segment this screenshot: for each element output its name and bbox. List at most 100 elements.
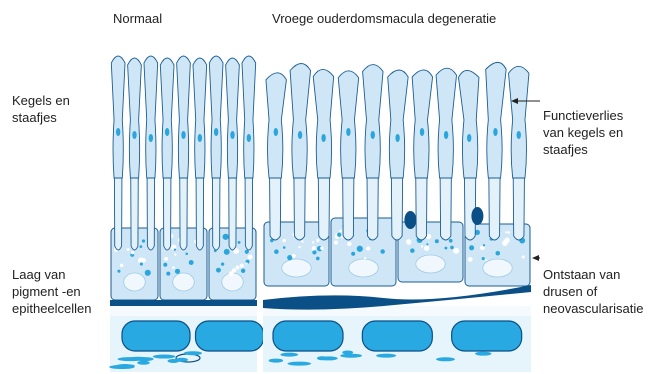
capillary xyxy=(280,353,298,357)
blood-vessel xyxy=(273,321,343,351)
pigment-granule xyxy=(163,263,167,267)
pigment-granule xyxy=(320,247,323,250)
photoreceptor-outer-segment xyxy=(391,175,402,240)
photoreceptor-outer-segment xyxy=(416,175,427,240)
photoreceptor-nucleus xyxy=(346,128,350,136)
pigment-granule xyxy=(444,247,447,250)
photoreceptor-nucleus xyxy=(395,134,399,142)
capillary xyxy=(137,361,150,365)
photoreceptor-nucleus xyxy=(517,131,521,139)
pigment-granule xyxy=(175,269,180,274)
photoreceptor-outer-segment xyxy=(318,175,329,240)
rpe-nucleus xyxy=(349,259,378,277)
rpe-nucleus xyxy=(483,259,512,277)
pigment-granule xyxy=(505,231,507,233)
photoreceptor-outer-segment xyxy=(367,175,378,240)
pigment-granule xyxy=(449,239,453,243)
pigment-granule xyxy=(221,262,224,265)
arrow-drusen xyxy=(532,255,540,261)
pigment-granule xyxy=(117,270,120,273)
pigment-granule xyxy=(241,269,245,273)
pigment-granule xyxy=(337,233,341,237)
capillary xyxy=(436,357,455,361)
pigment-granule xyxy=(469,245,474,250)
amd-retina-panel xyxy=(263,62,531,372)
pigment-granule xyxy=(236,266,240,270)
photoreceptor-nucleus xyxy=(467,134,471,142)
photoreceptor-cell xyxy=(160,58,174,178)
photoreceptor-cell xyxy=(111,56,125,178)
pigment-granule xyxy=(140,262,143,265)
photoreceptor-outer-segment xyxy=(440,175,451,240)
photoreceptor-nucleus xyxy=(493,128,497,136)
pigment-granule xyxy=(424,246,429,251)
pigment-granule xyxy=(229,271,234,276)
photoreceptor-outer-segment xyxy=(489,175,500,240)
capillary xyxy=(153,355,176,359)
capillary xyxy=(175,358,188,362)
pigment-granule xyxy=(216,268,221,273)
photoreceptor-nucleus xyxy=(444,131,448,139)
photoreceptor-outer-segment xyxy=(114,175,122,250)
pigment-granule xyxy=(166,272,170,276)
pigment-granule xyxy=(482,257,485,260)
pigment-granule xyxy=(164,257,168,261)
pigment-granule xyxy=(172,266,175,269)
pigment-granule xyxy=(141,258,145,262)
photoreceptor-nucleus xyxy=(181,131,185,139)
pigment-granule xyxy=(380,249,385,254)
photoreceptor-cell xyxy=(177,56,191,178)
rpe-nucleus xyxy=(282,259,311,277)
photoreceptor-nucleus xyxy=(132,131,136,139)
photoreceptor-outer-segment xyxy=(147,175,155,250)
photoreceptor-nucleus xyxy=(198,134,202,142)
photoreceptor-cell xyxy=(363,65,383,178)
blood-vessel xyxy=(362,321,432,351)
photoreceptor-outer-segment xyxy=(212,175,220,250)
photoreceptor-cell xyxy=(412,70,432,178)
pigment-granule xyxy=(189,260,194,265)
photoreceptor-cell xyxy=(388,70,408,178)
pigment-granule xyxy=(406,239,411,244)
photoreceptor-nucleus xyxy=(230,131,234,139)
photoreceptor-nucleus xyxy=(274,128,278,136)
pigment-granule xyxy=(174,248,176,250)
photoreceptor-outer-segment xyxy=(229,175,237,250)
pigment-granule xyxy=(351,252,355,256)
pigment-granule xyxy=(495,251,500,256)
pigment-granule xyxy=(357,246,363,252)
pigment-granule xyxy=(334,241,338,245)
pigment-granule xyxy=(410,248,415,253)
photoreceptor-outer-segment xyxy=(464,175,475,240)
basal-membrane xyxy=(110,300,257,306)
drusen-deposit xyxy=(263,285,531,310)
photoreceptor-outer-segment xyxy=(180,175,188,250)
pigment-granule xyxy=(316,257,320,261)
photoreceptor-outer-segment xyxy=(163,175,171,250)
pigment-granule xyxy=(312,250,316,254)
pigment-granule xyxy=(298,246,301,249)
capillary xyxy=(287,362,311,366)
pigment-granule xyxy=(120,264,124,268)
photoreceptor-cell xyxy=(290,64,310,178)
photoreceptor-nucleus xyxy=(165,128,169,136)
pigment-granule xyxy=(127,248,130,251)
pigment-granule xyxy=(283,246,286,249)
photoreceptor-nucleus xyxy=(298,131,302,139)
photoreceptor-cell xyxy=(313,69,333,178)
photoreceptor-cell xyxy=(458,70,478,178)
pigment-granule xyxy=(366,246,370,250)
pigment-granule xyxy=(504,238,510,244)
pigment-granule xyxy=(139,245,142,248)
photoreceptor-nucleus xyxy=(247,134,251,142)
pigment-granule xyxy=(426,243,428,245)
pigment-granule xyxy=(131,251,134,254)
blood-vessel xyxy=(452,321,522,351)
capillary xyxy=(340,354,362,358)
photoreceptor-cell xyxy=(266,73,286,178)
photoreceptor-cell xyxy=(209,56,223,178)
pigment-granule xyxy=(292,254,296,258)
normal-retina-panel xyxy=(109,56,263,372)
pigment-granule xyxy=(282,239,285,242)
